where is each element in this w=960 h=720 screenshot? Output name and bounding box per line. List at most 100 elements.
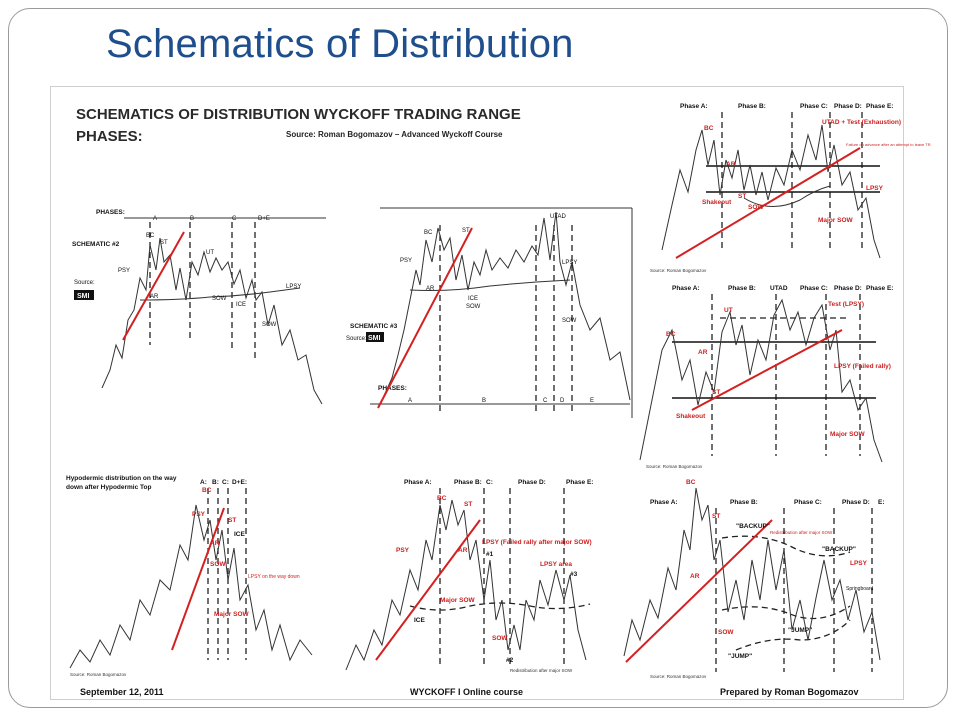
tm-phase-a: A: [408, 398, 412, 404]
br-source: Source: Roman Bogomazov: [650, 674, 707, 679]
bl-phase-de: D+E:: [232, 479, 247, 486]
tm-support-line: [409, 279, 571, 291]
panel-schematic-2: PHASES: A B C D+E SCHEMATIC #2 Source: S…: [72, 209, 326, 405]
bm-trend-line: [375, 519, 481, 661]
tm-label-st: ST: [462, 228, 470, 234]
bm-phase-c: C:: [486, 479, 493, 486]
bl-label-major-sow: Major SOW: [214, 611, 250, 618]
bl-trend-line: [171, 507, 225, 651]
br-label-jump-1: "JUMP": [788, 627, 812, 634]
tm-phase-d: D: [560, 398, 565, 404]
br-phase-e: E:: [878, 499, 885, 506]
tr-shakeout-curve: [743, 185, 831, 207]
tm-label-psy: PSY: [400, 258, 412, 264]
bm-label-major-sow: Major SOW: [440, 597, 476, 604]
mr-phase-b: Phase B:: [728, 285, 756, 292]
tr-label-ar: AR: [726, 161, 736, 168]
footer-author: Prepared by Roman Bogomazov: [720, 687, 859, 697]
br-phase-a: Phase A:: [650, 499, 678, 506]
mr-label-ar: AR: [698, 349, 708, 356]
bl-phase-a: A:: [200, 479, 207, 486]
slide-frame: [8, 8, 948, 708]
br-jump-curve-top: [721, 605, 851, 620]
mr-label-lpsy-failed: LPSY (Failed rally): [834, 363, 891, 370]
tr-trend-line: [675, 147, 861, 259]
tr-label-major-sow: Major SOW: [818, 217, 854, 224]
mr-trend-line: [691, 329, 843, 411]
bl-title-line1: Hypodermic distribution on the way: [66, 475, 177, 482]
bm-label-3: #3: [570, 571, 578, 578]
tm-label-ice: ICE: [468, 296, 478, 302]
br-label-bc: BC: [686, 479, 696, 486]
bl-phase-b: B:: [212, 479, 219, 486]
schematics-poster: [50, 86, 904, 700]
bm-label-lpsy-failed: LPSY (Failed rally after major SOW): [482, 539, 592, 546]
slide-title: Schematics of Distribution: [106, 22, 574, 66]
panel-hypodermic: Hypodermic distribution on the way down …: [66, 475, 313, 677]
bm-price-path: [345, 499, 587, 671]
tr-phase-c: Phase C:: [800, 103, 828, 110]
bl-title-line2: down after Hypodermic Top: [66, 484, 151, 491]
tl-phase-de: D+E: [258, 216, 270, 222]
mr-label-utad: UTAD: [770, 285, 788, 292]
bm-phase-d: Phase D:: [518, 479, 546, 486]
tm-source: Source:: [346, 336, 367, 342]
tm-phases-label: PHASES:: [378, 385, 407, 392]
panel-distribution-1: Phase A: Phase B: Phase C: Phase D: Phas…: [650, 103, 931, 273]
tl-phases-label: PHASES:: [96, 209, 125, 216]
tm-label-lpsy: LPSY: [562, 260, 577, 266]
bl-label-psy: PSY: [192, 511, 206, 518]
br-label-ar: AR: [690, 573, 700, 580]
bl-label-st: ST: [228, 517, 236, 524]
mr-phase-c: Phase C:: [800, 285, 828, 292]
br-label-redistribution: Redistribution after major SOW: [770, 530, 833, 535]
br-phase-b: Phase B:: [730, 499, 758, 506]
tl-trend-line: [122, 231, 185, 341]
mr-label-st: ST: [712, 389, 720, 396]
tm-smi-text: SMI: [368, 335, 381, 342]
bl-label-ar: AR: [210, 540, 220, 547]
tr-label-shakeout: Shakeout: [702, 199, 732, 206]
br-price-path: [623, 487, 881, 661]
tl-label-sow-2: SOW: [262, 322, 277, 328]
tr-phase-d: Phase D:: [834, 103, 862, 110]
bm-label-2: #2: [506, 657, 514, 664]
tm-smi-logo: [366, 332, 384, 342]
mr-source: Source: Roman Bogomazov: [646, 464, 703, 469]
tr-phase-a: Phase A:: [680, 103, 708, 110]
poster-title-line2: PHASES:: [76, 128, 143, 145]
panel-redistribution: Phase A: Phase B: C: Phase D: Phase E: P…: [345, 479, 593, 673]
tl-label-psy: PSY: [118, 268, 130, 274]
mr-label-bc: BC: [666, 331, 676, 338]
tr-phase-e: Phase E:: [866, 103, 893, 110]
bl-price-path: [69, 504, 313, 669]
tm-schematic-label: SCHEMATIC #3: [350, 323, 398, 330]
bl-label-bc: BC: [202, 487, 212, 494]
tl-phase-b: B: [190, 216, 194, 222]
tl-source: Source:: [74, 280, 95, 286]
tr-label-sow: SOW: [748, 204, 764, 211]
bm-phase-a: Phase A:: [404, 479, 432, 486]
tr-source: Source: Roman Bogomazov: [650, 268, 707, 273]
tl-phase-c: C: [232, 216, 237, 222]
footer-date: September 12, 2011: [80, 687, 164, 697]
bl-label-lpsy: LPSY on the way down: [248, 574, 300, 580]
tr-label-utad: UTAD + Test (Exhaustion): [822, 119, 901, 126]
mr-price-path: [639, 298, 883, 463]
tm-label-sow-2: SOW: [562, 318, 577, 324]
br-trend-line: [625, 519, 773, 663]
tr-label-st: ST: [738, 193, 746, 200]
tm-phase-e: E: [590, 398, 594, 404]
br-phase-d: Phase D:: [842, 499, 870, 506]
tm-phase-c: C: [543, 398, 548, 404]
tl-support-line: [139, 287, 301, 301]
bm-label-redistribution: Redistribution after major SOW: [510, 668, 573, 673]
mr-label-shakeout: Shakeout: [676, 413, 706, 420]
br-phase-c: Phase C:: [794, 499, 822, 506]
mr-phase-e: Phase E:: [866, 285, 893, 292]
bm-label-bc: BC: [437, 495, 447, 502]
tl-price-path: [101, 237, 323, 405]
tl-label-bc: BC: [146, 233, 155, 239]
tl-label-ar: AR: [150, 294, 159, 300]
br-label-springboard: Springboard: [846, 586, 873, 592]
